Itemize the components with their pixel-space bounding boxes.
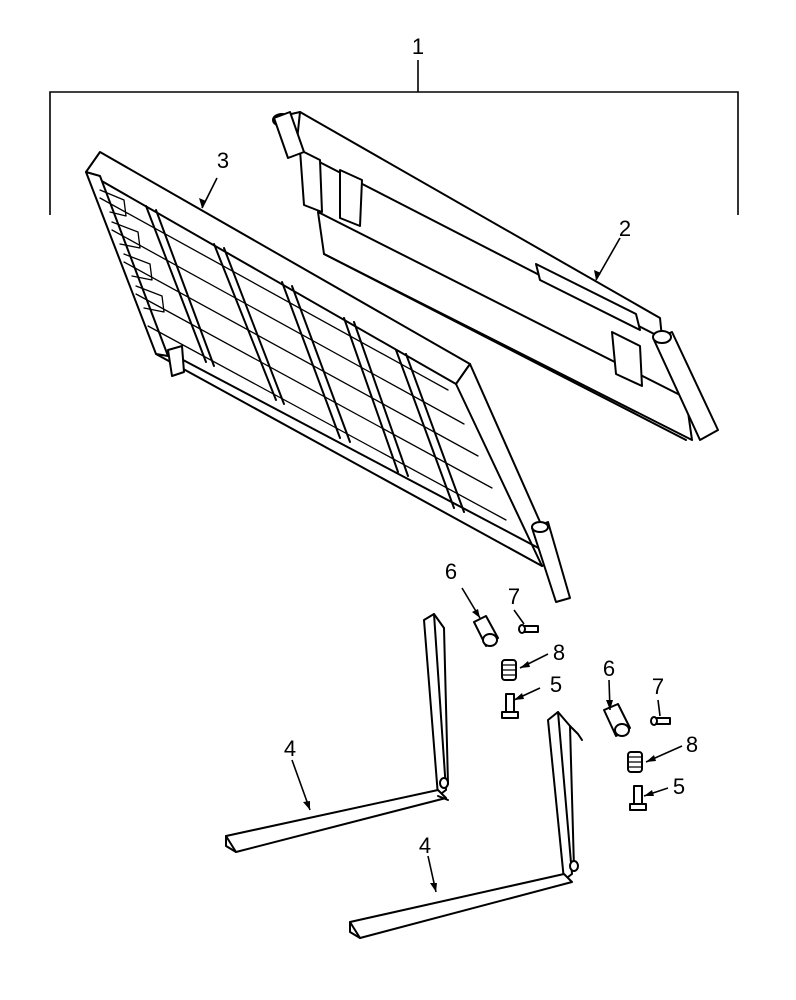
assembly-bracket [49,60,739,215]
callout-6-right: 6 [603,656,615,681]
load-backrest [85,151,571,603]
callout-labels: 1 2 3 4 4 5 5 6 6 7 7 8 8 [217,34,698,858]
callout-8-right: 8 [686,732,698,757]
callout-7-right: 7 [652,674,664,699]
callout-4-right: 4 [419,833,431,858]
carriage-frame [272,111,719,441]
callout-5-right: 5 [673,774,685,799]
callout-8-left: 8 [553,640,565,665]
fork-left [225,613,449,853]
callout-7-left: 7 [508,584,520,609]
callout-1: 1 [412,34,424,59]
callout-5-left: 5 [550,672,562,697]
hardware-set-left [473,615,539,719]
hardware-set-right [603,703,671,811]
callout-6-left: 6 [445,559,457,584]
callout-4-left: 4 [284,736,296,761]
callout-3: 3 [217,148,229,173]
callout-2: 2 [619,216,631,241]
leader-lines [199,177,683,893]
fork-right [349,711,583,939]
